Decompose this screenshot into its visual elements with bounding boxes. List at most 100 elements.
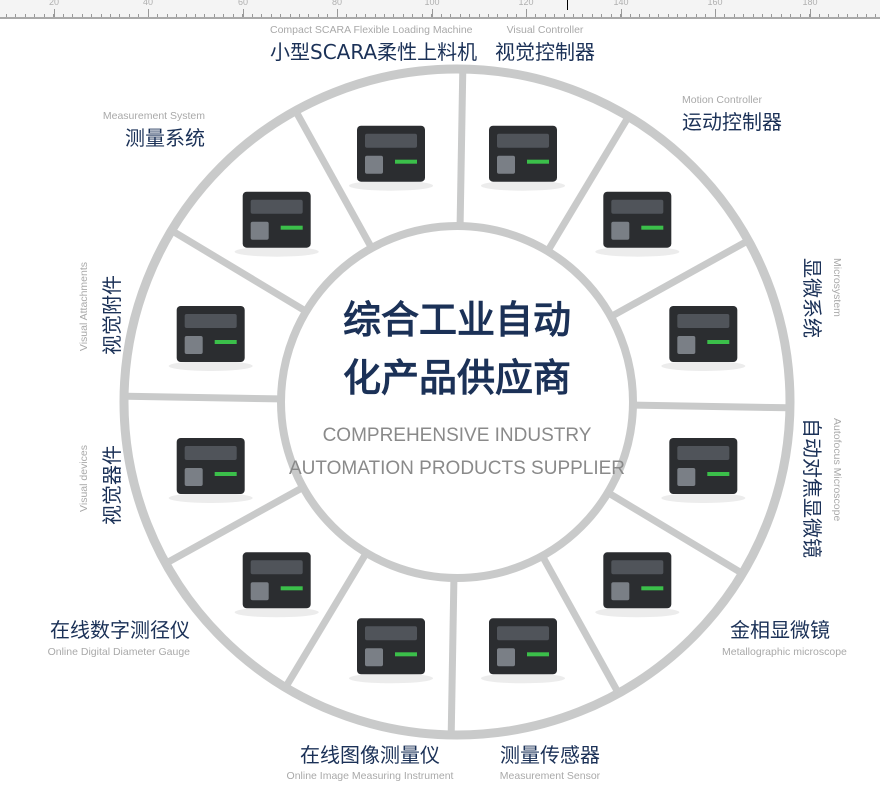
ruler-label: 20: [48, 0, 60, 7]
ruler-tick: [43, 14, 45, 17]
ruler-tick: [440, 14, 442, 17]
ruler-cursor: [567, 0, 568, 10]
ruler-tick: [15, 14, 17, 17]
ruler-tick: [128, 14, 130, 17]
center-title-line1: 综合工业自动: [342, 298, 571, 342]
ruler-tick: [223, 14, 225, 17]
ruler-tick: [856, 14, 858, 17]
center-title-line2: 化产品供应商: [342, 356, 571, 400]
ruler-label: 140: [613, 0, 629, 7]
ruler-tick: [251, 14, 253, 17]
ruler-tick: [544, 14, 546, 17]
ruler-tick: [421, 14, 423, 17]
ruler-tick: [450, 14, 452, 17]
ruler-tick: [298, 14, 300, 17]
ruler-tick: [506, 14, 508, 17]
segment-label-en: Compact SCARA Flexible Loading Machine: [270, 24, 473, 36]
segment-divider: [164, 485, 304, 567]
measurement-system-icon: [234, 191, 319, 257]
ruler-tick: [591, 14, 593, 17]
ruler-major-tick: [54, 9, 55, 17]
ruler-tick: [865, 14, 867, 17]
ruler-tick: [412, 14, 414, 17]
metallographic-microscope-icon: [595, 552, 680, 618]
ruler-tick: [762, 14, 763, 17]
ruler-tick: [327, 14, 329, 17]
ruler-tick: [667, 14, 669, 17]
scara-loader-icon: [349, 125, 434, 191]
segment-label-en: Metallographic microscope: [722, 646, 847, 658]
ruler-major-tick: [621, 9, 622, 17]
ruler-tick: [487, 14, 489, 17]
ruler-tick: [138, 14, 140, 17]
ruler-tick: [109, 14, 111, 17]
ruler-major-tick: [148, 9, 149, 17]
ruler-tick: [743, 14, 745, 17]
image-measuring-instrument-icon: [349, 618, 434, 684]
ruler-tick: [790, 14, 792, 17]
ruler-tick: [185, 14, 187, 17]
ruler-tick: [24, 14, 26, 17]
ruler-tick: [780, 14, 782, 17]
segment-label-cn: 测量传感器: [500, 743, 600, 767]
ruler-tick: [582, 14, 584, 17]
ruler-label: 100: [424, 0, 440, 7]
ruler-tick: [242, 14, 244, 17]
segment-label-en: Visual devices: [78, 445, 90, 512]
ruler-tick: [639, 14, 641, 17]
ruler-tick: [72, 14, 74, 17]
motion-controller-icon: [595, 191, 680, 257]
ruler-tick: [6, 14, 7, 17]
ruler-tick: [573, 14, 574, 17]
segment-divider: [283, 552, 369, 689]
ruler-tick: [81, 14, 83, 17]
ruler-major-tick: [810, 9, 811, 17]
ruler-tick: [119, 14, 121, 17]
center-subtitle-line2: AUTOMATION PRODUCTS SUPPLIER: [288, 458, 626, 479]
ruler-tick: [875, 14, 877, 17]
ruler-tick: [752, 14, 754, 17]
segment-divider: [610, 237, 750, 319]
segment-label-cn: 运动控制器: [682, 110, 782, 134]
lens-devices-icon: [168, 437, 253, 503]
ruler-tick: [289, 14, 291, 17]
segment-label-en: Measurement Sensor: [499, 770, 601, 782]
ruler-tick: [601, 14, 603, 17]
segment-label-en: Autofocus Microscope: [831, 418, 843, 522]
autofocus-microscope-icon: [661, 437, 746, 503]
ruler-tick: [431, 14, 433, 17]
segment-label-en: Online Digital Diameter Gauge: [47, 646, 190, 658]
segment-label-cn: 自动对焦显微镜: [800, 418, 824, 558]
ruler-tick: [847, 14, 849, 17]
ruler-tick: [393, 14, 395, 17]
ruler-tick: [648, 14, 650, 17]
ruler-tick: [34, 14, 36, 17]
ruler-tick: [346, 14, 348, 17]
ruler-tick: [308, 14, 310, 17]
ruler-tick: [157, 14, 159, 17]
segment-divider: [292, 109, 374, 249]
ruler-tick: [809, 14, 811, 17]
ruler-tick: [771, 14, 773, 17]
ruler-tick: [195, 14, 196, 17]
segment-divider: [124, 392, 280, 403]
ruler-tick: [724, 14, 726, 17]
ruler-tick: [733, 14, 735, 17]
measurement-sensor-icon: [480, 618, 565, 684]
ruler-tick: [676, 14, 678, 17]
ruler-tick: [799, 14, 801, 17]
ruler-tick: [629, 14, 631, 17]
ruler-label: 180: [802, 0, 818, 7]
segment-divider: [170, 228, 307, 314]
ruler-tick: [705, 14, 707, 17]
ruler-tick: [270, 14, 272, 17]
vision-controller-icon: [480, 125, 565, 191]
ruler-tick: [62, 14, 64, 17]
segment-label-en: Online Image Measuring Instrument: [286, 770, 454, 782]
ruler-tick: [695, 14, 697, 17]
ruler-tick: [554, 14, 556, 17]
ruler-tick: [658, 14, 660, 17]
ruler-label: 80: [331, 0, 343, 7]
